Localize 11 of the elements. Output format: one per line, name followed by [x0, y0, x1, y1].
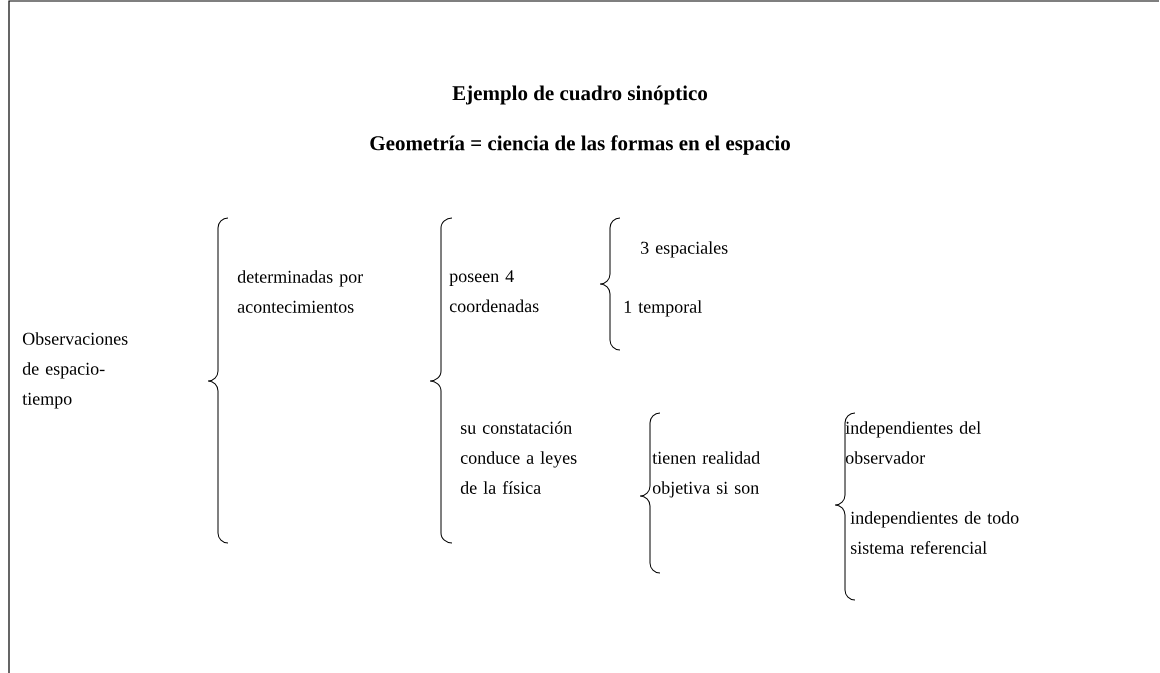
text-label: independientes del observador [845, 421, 981, 464]
text-label: independientes de todo sistema referencial [850, 511, 1019, 554]
text-label: su constatación conduce a leyes de la física [460, 421, 577, 494]
heading: Ejemplo de cuadro sinóptico [452, 85, 708, 105]
text-label: Observaciones de espacio-tiempo [22, 332, 128, 409]
text-label: poseen 4 coordenadas [449, 270, 539, 313]
text-label: determinadas por acontecimientos [237, 270, 363, 313]
text-label: tienen realidad objetiva si son [652, 451, 760, 498]
text-label: 1 temporal [624, 300, 702, 317]
text-label: 3 espaciales [641, 241, 728, 258]
subheading: Geometría = ciencia de las formas en el espacio [370, 135, 790, 155]
